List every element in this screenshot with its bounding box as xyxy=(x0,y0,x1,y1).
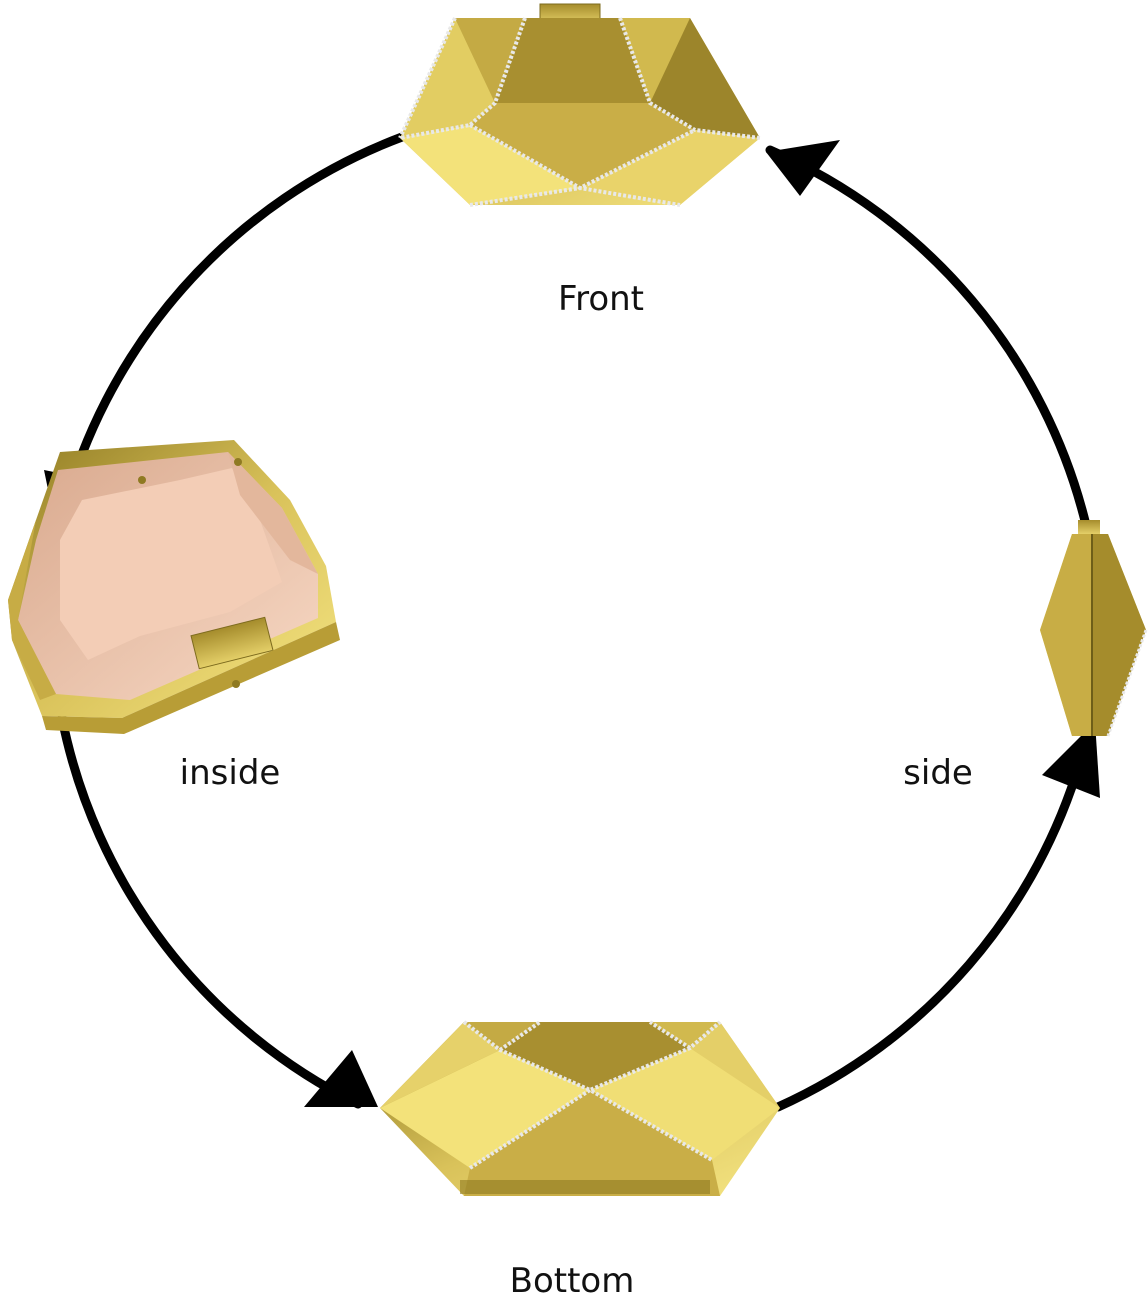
arrow-head-icon xyxy=(1042,722,1100,798)
clutch-side-view xyxy=(1040,520,1148,737)
front-label: Front xyxy=(558,279,644,319)
side-label: side xyxy=(903,753,973,793)
arrow-head-icon xyxy=(766,140,840,196)
arc-side-to-front xyxy=(765,145,1091,530)
arc-bottom-to-side xyxy=(773,750,1087,1112)
clutch-bottom-view xyxy=(380,1020,780,1196)
clutch-front-view xyxy=(398,3,761,207)
bottom-label: Bottom xyxy=(509,1261,635,1301)
clutch-inside-view xyxy=(8,440,340,734)
arrow-head-icon xyxy=(304,1050,378,1107)
arc-inside-to-bottom xyxy=(57,713,363,1109)
inside-label: inside xyxy=(179,753,281,793)
